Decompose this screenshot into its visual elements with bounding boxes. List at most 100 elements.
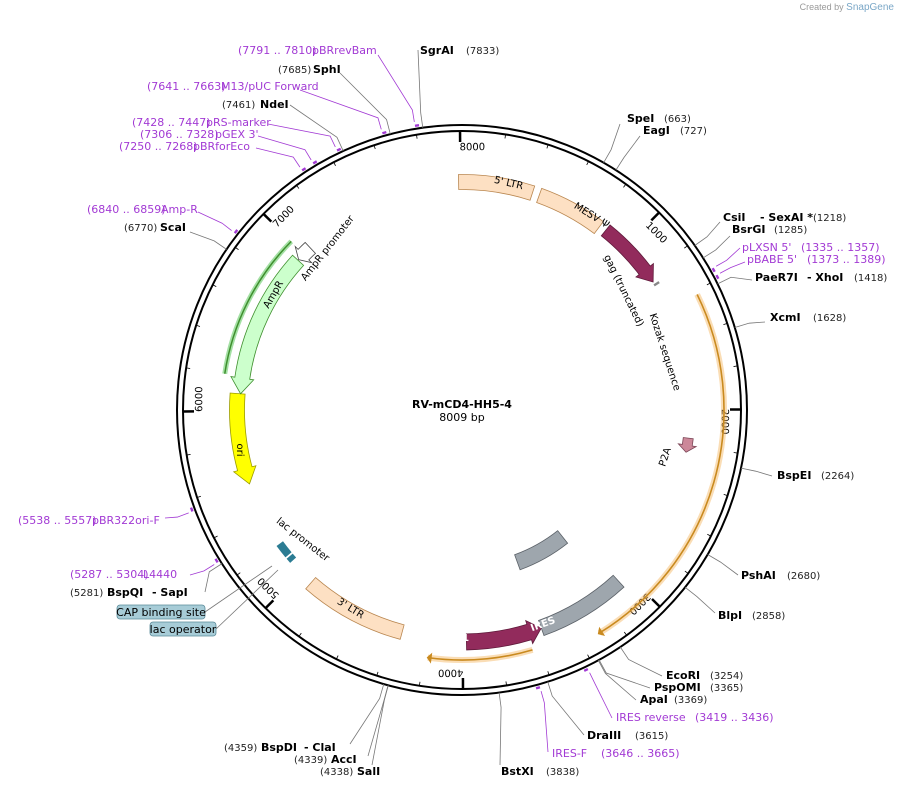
- enzyme-csii-label: CsiI: [723, 211, 745, 224]
- enzyme-sali-pos: (4338): [320, 767, 353, 778]
- orf-arc-thy-head: [426, 652, 433, 664]
- enzyme-sgrai-pos: (7833): [466, 46, 499, 57]
- enzyme-ecori-pos: (3254): [710, 671, 743, 682]
- tick-label-4000: 4000: [438, 667, 463, 678]
- feature-layer: [222, 174, 727, 664]
- enzyme-scai-pos: (6770): [124, 223, 157, 234]
- feature-ires2: [538, 574, 625, 637]
- minor-tick: [186, 367, 191, 369]
- feature-ires1: [514, 530, 569, 571]
- minor-tick: [587, 654, 590, 659]
- primer-pgex-mark: [312, 160, 318, 165]
- enzyme-bsrgi-pos: (1285): [774, 225, 807, 236]
- minor-tick: [623, 183, 627, 188]
- minor-tick: [186, 454, 191, 456]
- feature-thy-label: Thy1.1: [431, 633, 469, 644]
- tick-7000: [262, 213, 273, 223]
- enzyme-blpi-pos: (2858): [752, 611, 785, 622]
- primer-ampr-range: (6840 .. 6859): [87, 203, 166, 216]
- primer-m13-label: M13/pUC Forward: [221, 80, 319, 93]
- feature-ori: [229, 392, 257, 485]
- primer-pbrforeco-range: (7250 .. 7268): [119, 140, 198, 153]
- enzyme-csii-pos: (1218): [813, 213, 846, 224]
- enzyme-sphi-label: SphI: [313, 63, 341, 76]
- minor-tick: [505, 681, 507, 686]
- primer-pbabe-range: (1373 .. 1389): [807, 253, 886, 266]
- enzyme-pspomi-label: PspOMI: [654, 681, 701, 694]
- minor-tick: [296, 185, 300, 189]
- primer-l4440-label: L4440: [143, 568, 177, 581]
- minor-tick: [196, 324, 201, 327]
- leader-ecori: [619, 646, 663, 677]
- orf-arc-thy-glow: [427, 646, 534, 663]
- enzyme-spei-pos: (663): [664, 114, 691, 125]
- primer-plxsn-mark: [711, 267, 716, 273]
- feature-p2a: [677, 437, 698, 453]
- feature-gag: [600, 224, 654, 283]
- feature-ires1-label: IRES: [509, 566, 537, 585]
- enzyme-draiii-label: DraIII: [587, 729, 621, 742]
- enzyme-eagi-label: EagI: [643, 124, 670, 137]
- primer-pgex-leader: [257, 135, 312, 161]
- feature-3ltr: [305, 576, 405, 640]
- primer-l4440-mark: [214, 558, 219, 564]
- primer-pbabe-label: pBABE 5': [747, 253, 797, 266]
- enzyme-bspdi-label: BspDI: [261, 741, 297, 754]
- enzyme-bspqi-pos: (5281): [70, 588, 103, 599]
- enzyme-bspei-label: BspEI: [777, 469, 811, 482]
- orf-arc-main: [599, 294, 725, 634]
- primer-iresrev-label: IRES reverse: [616, 711, 686, 724]
- minor-tick: [733, 365, 738, 367]
- ampr-line: [224, 240, 292, 374]
- enzyme-pshai-pos: (2680): [787, 571, 820, 582]
- primer-iresf-leader: [540, 690, 549, 753]
- enzyme-pspomi-pos: (3365): [710, 683, 743, 694]
- enzyme-sexai-label: - SexAI *: [760, 211, 813, 224]
- minor-tick: [684, 245, 688, 249]
- tick-5000: [264, 599, 275, 610]
- enzyme-acci-pos: (4339): [294, 755, 327, 766]
- leader-blpi: [684, 586, 716, 614]
- leader-acci: [367, 685, 389, 757]
- feature-amppromoter: [294, 241, 316, 264]
- tick-label-1000: 1000: [643, 220, 669, 246]
- minor-tick: [213, 535, 218, 539]
- minor-tick: [684, 570, 689, 574]
- plasmid-length: 8009 bp: [439, 411, 484, 424]
- minor-tick: [586, 161, 589, 166]
- enzyme-bspqi-label: BspQI: [107, 586, 143, 599]
- enzyme-bspei-pos: (2264): [821, 471, 854, 482]
- primer-pbrforeco-label: pBRforEco: [193, 140, 250, 153]
- enzyme-ndei-pos: (7461): [222, 100, 255, 111]
- enzyme-draiii-pos: (3615): [635, 731, 668, 742]
- label-leaders: [164, 49, 773, 766]
- primer-prs-label: pRS-marker: [206, 116, 271, 129]
- leader-scai: [189, 231, 227, 250]
- enzyme-apai-label: ApaI: [640, 693, 668, 706]
- primer-pgex-label: pGEX 3': [215, 128, 259, 141]
- leader-pshai: [707, 554, 739, 576]
- enzyme-eagi-pos: (727): [680, 126, 707, 137]
- minor-tick: [418, 681, 421, 686]
- minor-tick: [547, 671, 550, 676]
- minor-tick: [376, 671, 379, 676]
- feature-lacop-block: [286, 553, 297, 563]
- feature-5ltr: [458, 174, 536, 201]
- minor-tick: [333, 162, 336, 166]
- leader-spei: [603, 123, 621, 163]
- primer-prs-mark: [336, 147, 342, 152]
- enzyme-sgrai-label: SgrAI: [420, 44, 454, 57]
- enzyme-xcmi-label: XcmI: [770, 311, 801, 324]
- enzyme-scai-label: ScaI: [160, 221, 186, 234]
- primer-plxsn-label: pLXSN 5': [742, 241, 791, 254]
- feature-p2a-label: P2A: [657, 446, 673, 468]
- minor-tick: [504, 134, 506, 139]
- cap-binding-site-label: CAP binding site: [116, 606, 206, 619]
- leader-xcmi: [734, 321, 766, 328]
- enzyme-sapi-label: - SapI: [152, 586, 188, 599]
- leader-ndei: [289, 104, 344, 152]
- enzyme-clai-label: - ClaI: [304, 741, 336, 754]
- enzyme-paer7i-pos: (1418): [854, 273, 887, 284]
- snapgene-credit: Created by SnapGene: [800, 2, 894, 13]
- tick-label-7000: 7000: [271, 204, 297, 230]
